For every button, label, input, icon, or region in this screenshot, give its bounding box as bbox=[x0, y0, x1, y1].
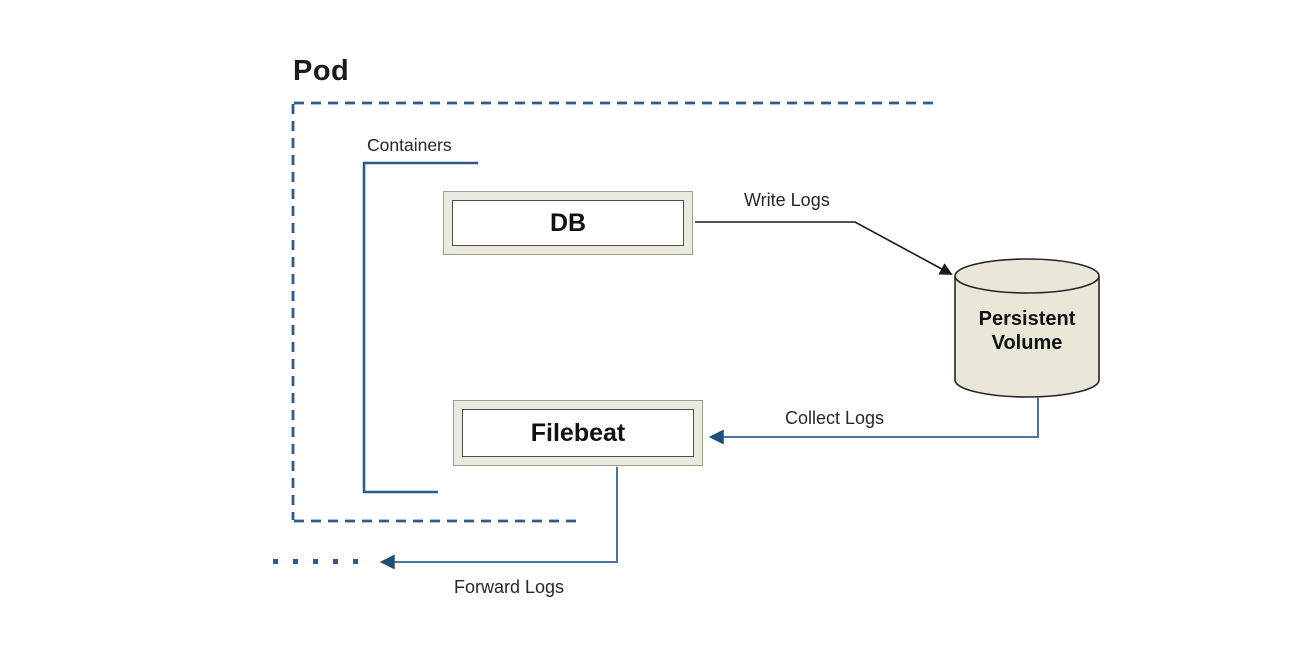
persistent-volume-label-line2: Volume bbox=[991, 332, 1063, 354]
db-node-label: DB bbox=[452, 200, 684, 246]
forward-logs-label: Forward Logs bbox=[454, 577, 565, 597]
forward-logs-arrow bbox=[379, 467, 618, 570]
persistent-volume-cylinder bbox=[954, 258, 1100, 398]
db-node: DB bbox=[443, 191, 693, 255]
write-logs-arrow bbox=[695, 221, 953, 275]
containers-bracket bbox=[362, 161, 478, 494]
write-logs-label: Write Logs bbox=[744, 190, 830, 210]
containers-label: Containers bbox=[367, 135, 452, 155]
filebeat-node-label: Filebeat bbox=[462, 409, 694, 457]
collect-logs-label: Collect Logs bbox=[785, 408, 885, 428]
persistent-volume-label-line1: Persistent bbox=[978, 308, 1076, 330]
persistent-volume-label: Persistent Volume bbox=[955, 307, 1099, 355]
filebeat-node: Filebeat bbox=[453, 400, 703, 466]
pod-label: Pod bbox=[293, 55, 350, 87]
collect-logs-arrow bbox=[708, 397, 1039, 445]
